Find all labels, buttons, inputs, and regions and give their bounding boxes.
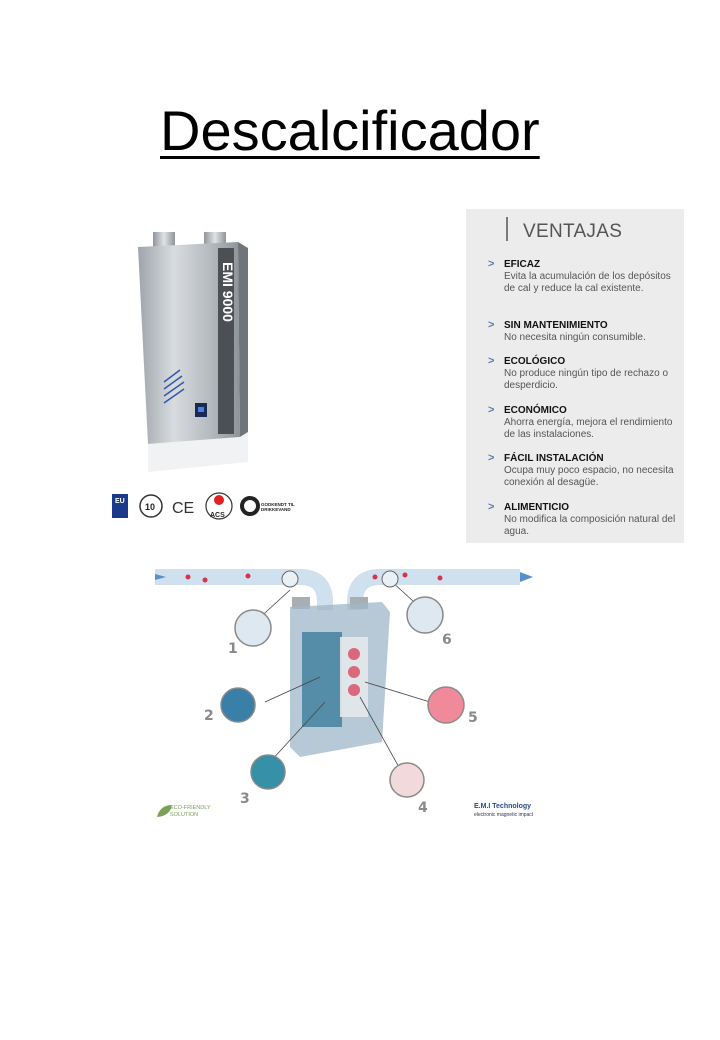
callout-2 (220, 687, 256, 723)
advantage-title: EFICAZ (504, 259, 541, 270)
eu-label: EU (115, 498, 125, 505)
advantages-panel: VENTAJAS > EFICAZ Evita la acumulación d… (466, 209, 684, 543)
heading-divider (506, 217, 508, 241)
chevron-right-icon: > (488, 452, 495, 464)
callout-5 (427, 686, 465, 724)
leaf-icon (157, 805, 172, 817)
chevron-right-icon: > (488, 355, 495, 367)
advantage-title: ECONÓMICO (504, 405, 567, 416)
page-title: Descalcificador (160, 99, 540, 162)
product-image: EMI 9000 (138, 232, 248, 472)
outlet-arrow-icon (520, 572, 533, 582)
inlet-pipe (155, 569, 333, 610)
callout-3 (250, 754, 286, 790)
process-diagram: 1 2 3 4 5 6 (155, 569, 533, 817)
advantage-desc: No necesita ningún consumible. (504, 332, 646, 343)
warranty-label: 10 (145, 502, 155, 512)
advantage-title: ALIMENTICIO (504, 502, 569, 513)
emi-subtitle: electronic magnetic impact (474, 812, 534, 818)
callout-6 (406, 596, 444, 634)
chevron-right-icon: > (488, 258, 495, 270)
acs-label: ACS (210, 512, 225, 519)
brand-label: EMI 9000 (220, 262, 236, 322)
chevron-right-icon: > (488, 404, 495, 416)
advantage-title: ECOLÓGICO (504, 356, 566, 367)
ce-mark: CE (172, 500, 194, 517)
advantage-desc: No modifica la composición natural del a… (504, 514, 676, 538)
eco-label: ECO-FRIENDLY SOLUTION (170, 805, 211, 818)
certification-logos: EU 10 CE ACS GODKENDT TIL DRIKKEVAND (112, 490, 302, 522)
inlet-arrow-icon (155, 574, 166, 580)
advantage-desc: Ocupa muy poco espacio, no necesita cone… (504, 465, 674, 489)
callout-number: 6 (442, 632, 452, 648)
callout-number: 3 (240, 791, 250, 807)
callout-number: 2 (204, 708, 214, 724)
emi-label: E.M.I Technology electronic magnetic imp… (474, 803, 533, 819)
advantage-desc: Evita la acumulación de los depósitos de… (504, 271, 671, 295)
acs-logo (205, 492, 233, 520)
drikkevand-logo (240, 496, 260, 516)
advantage-title: FÁCIL INSTALACIÓN (504, 453, 604, 464)
callout-number: 5 (468, 710, 478, 726)
advantages-heading: VENTAJAS (523, 221, 623, 242)
callout-4 (389, 762, 425, 798)
emi-title: E.M.I Technology (474, 803, 532, 810)
drikkevand-label: GODKENDT TIL DRIKKEVAND (261, 502, 295, 512)
chevron-right-icon: > (488, 319, 495, 331)
eu-logo (112, 494, 128, 518)
callout-number: 4 (418, 800, 428, 816)
warranty-logo (139, 494, 163, 518)
chevron-right-icon: > (488, 501, 495, 513)
advantage-desc: Ahorra energía, mejora el rendimiento de… (504, 417, 673, 441)
callout-number: 1 (228, 641, 238, 657)
advantage-title: SIN MANTENIMIENTO (504, 320, 608, 331)
callout-1 (234, 609, 272, 647)
advantage-desc: No produce ningún tipo de rechazo o desp… (504, 368, 669, 392)
